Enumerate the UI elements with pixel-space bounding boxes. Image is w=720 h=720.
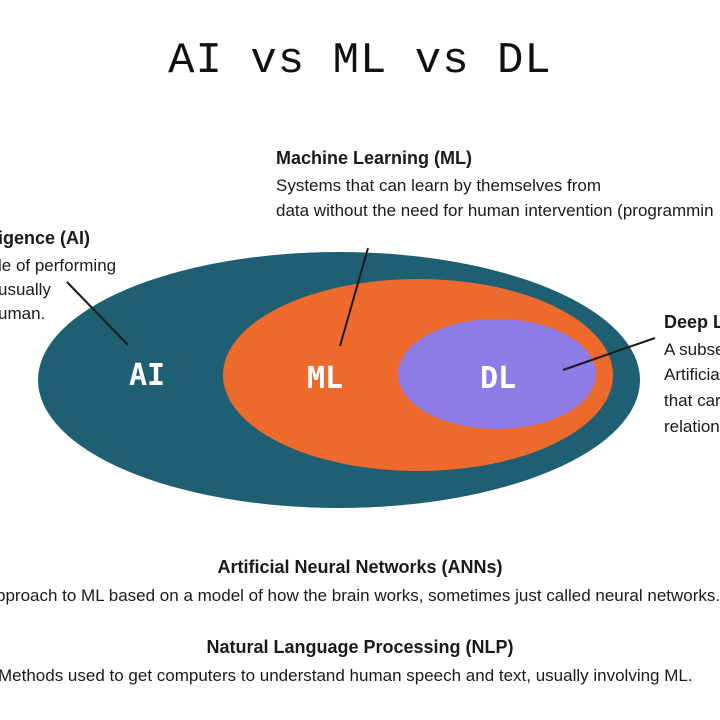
nlp-text: Methods used to get computers to underst…: [0, 666, 693, 685]
ml-pointer-line: [339, 247, 369, 347]
ann-text: pproach to ML based on a model of how th…: [0, 586, 720, 605]
nlp-heading: Natural Language Processing (NLP): [206, 637, 514, 657]
dl-pointer-line: [562, 337, 656, 371]
ml-callout-line-2: data without the need for human interven…: [276, 201, 714, 220]
page-title: AI vs ML vs DL: [168, 36, 552, 86]
dl-callout-line-3: that car: [664, 391, 720, 410]
ml-callout-heading: Machine Learning (ML): [276, 148, 473, 168]
ann-heading: Artificial Neural Networks (ANNs): [217, 557, 503, 577]
ai-callout-heading: igence (AI): [0, 228, 91, 248]
ai-label: AI: [129, 358, 165, 393]
ml-label: ML: [307, 361, 343, 396]
ai-callout-line-3: uman.: [0, 304, 46, 323]
dl-ellipse: [398, 319, 596, 429]
dl-label: DL: [480, 361, 516, 396]
ml-callout-line-1: Systems that can learn by themselves fro…: [276, 176, 602, 195]
ai-callout-line-1: le of performing: [0, 256, 117, 275]
dl-callout-line-1: A subse: [664, 340, 720, 359]
ai-callout-line-2: usually: [0, 280, 51, 299]
dl-callout-line-4: relation: [664, 417, 720, 436]
ai-pointer-line: [66, 281, 129, 346]
dl-callout-line-2: Artificia: [664, 365, 720, 384]
dl-callout-heading: Deep L: [664, 312, 720, 332]
